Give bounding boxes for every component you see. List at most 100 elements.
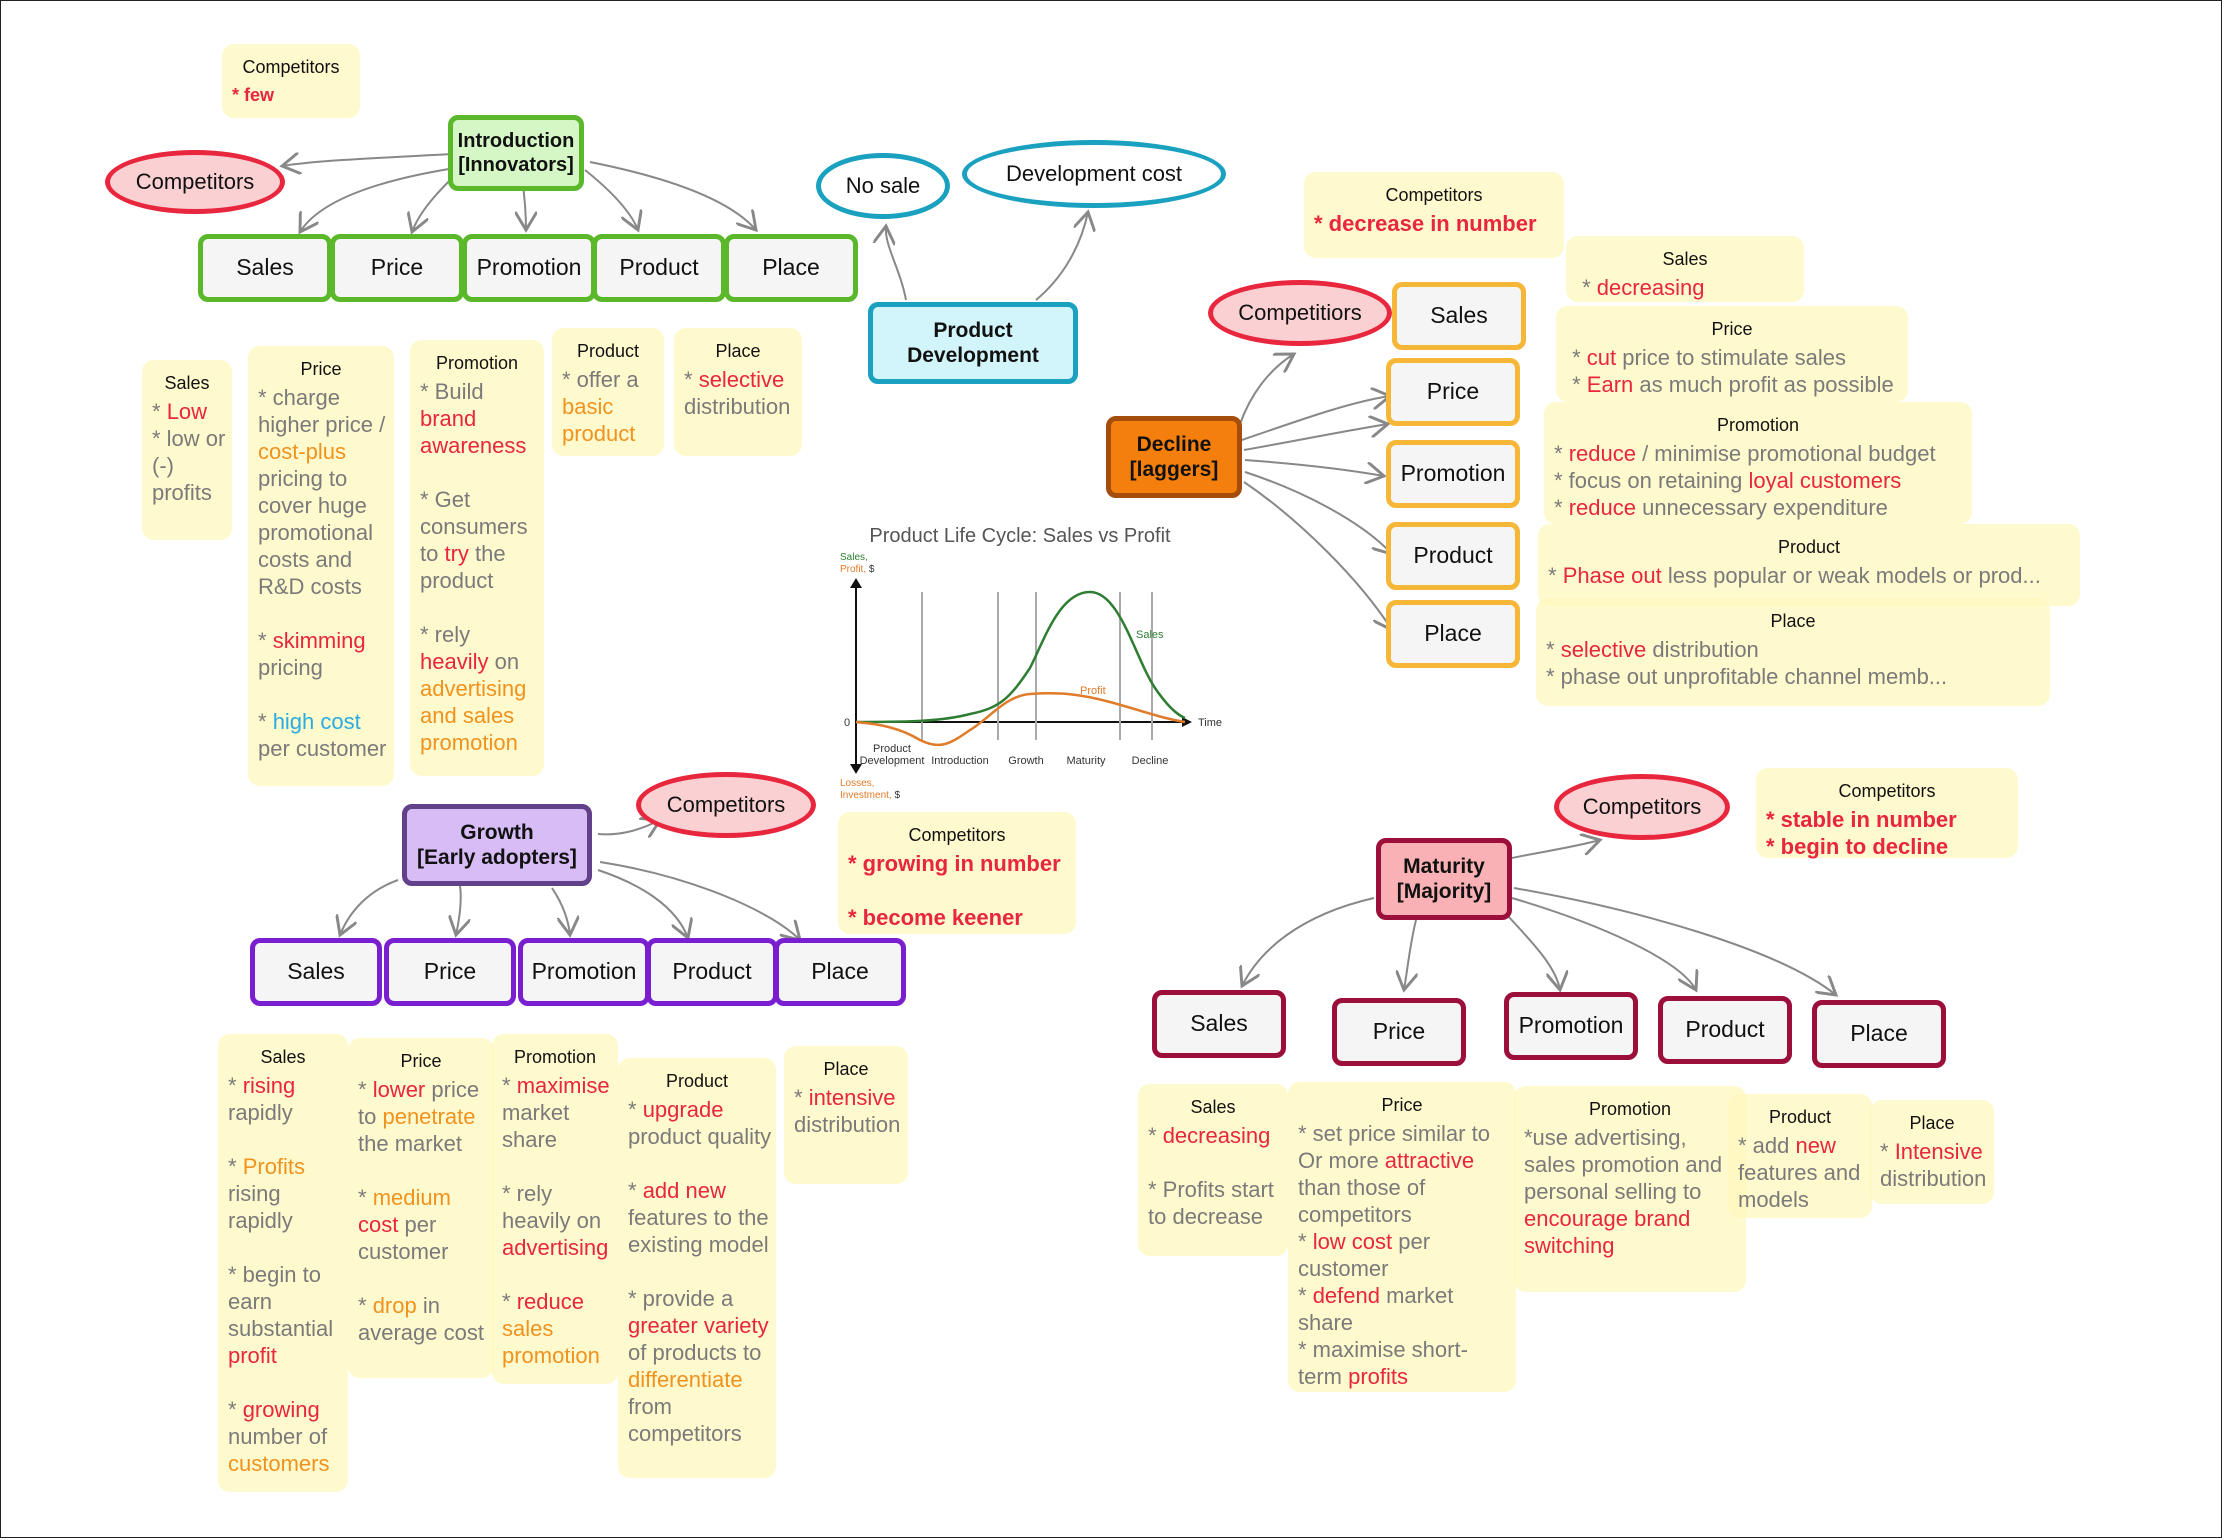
- note-line: * begin to: [228, 1261, 338, 1288]
- note-text: distribution: [794, 1112, 901, 1137]
- note-text: from: [628, 1394, 672, 1419]
- note-title: Competitors: [1838, 781, 1936, 801]
- note-line: * decreasing: [1148, 1122, 1278, 1149]
- note-text: distribution: [684, 394, 791, 419]
- intro-product-box[interactable]: Product: [592, 234, 726, 302]
- note-text: *: [1566, 345, 1587, 370]
- note-text: * low or: [152, 426, 226, 451]
- no-sale-node[interactable]: No sale: [816, 153, 950, 219]
- note-title: Product: [1777, 537, 1841, 557]
- note-text: reduce: [1568, 495, 1636, 520]
- note-line: rapidly: [228, 1099, 338, 1126]
- maturity-price-box[interactable]: Price: [1332, 998, 1466, 1066]
- maturity-product-box[interactable]: Product: [1658, 996, 1792, 1064]
- note-line: promotion: [420, 729, 534, 756]
- note-title: Competitors: [908, 825, 1006, 845]
- note-text: promotion: [502, 1343, 600, 1368]
- note-text: *: [1298, 1283, 1313, 1308]
- note-text: *: [502, 1289, 517, 1314]
- decline-competitors-note: Competitors* decrease in number: [1304, 172, 1564, 258]
- note-text: * maximise short-: [1298, 1337, 1468, 1362]
- decline-place-box[interactable]: Place: [1386, 600, 1520, 668]
- note-text: per: [398, 1212, 437, 1237]
- note-text: term: [1298, 1364, 1349, 1389]
- growth-stage-node[interactable]: Growth [Early adopters]: [402, 804, 592, 886]
- decline-product-box[interactable]: Product: [1386, 522, 1520, 590]
- note-line: than those of: [1298, 1174, 1506, 1201]
- note-text: *: [1576, 275, 1597, 300]
- note-line: * decrease in number: [1314, 210, 1554, 237]
- note-line: heavily on: [502, 1207, 608, 1234]
- note-text: *: [152, 399, 167, 424]
- intro-competitors-node[interactable]: Competitors: [105, 150, 285, 214]
- note-line: * growing: [228, 1396, 338, 1423]
- intro-sales-box[interactable]: Sales: [198, 234, 332, 302]
- note-line: profit: [228, 1342, 338, 1369]
- note-text: high cost: [272, 709, 361, 734]
- note-line: [228, 1126, 338, 1153]
- decline-stage-node[interactable]: Decline [laggers]: [1106, 416, 1242, 498]
- growth-sales-box[interactable]: Sales: [250, 938, 382, 1006]
- intro-promotion-box[interactable]: Promotion: [462, 234, 596, 302]
- intro-sales-note: Sales* Low* low or(-)profits: [142, 360, 232, 540]
- note-text: market: [502, 1100, 570, 1125]
- note-text: features to the: [628, 1205, 769, 1230]
- decline-sales-box[interactable]: Sales: [1392, 282, 1526, 350]
- maturity-competitors-node[interactable]: Competitors: [1554, 774, 1730, 840]
- note-line: * Intensive: [1880, 1138, 1984, 1165]
- intro-place-box[interactable]: Place: [724, 234, 858, 302]
- note-line: * Profits: [228, 1153, 338, 1180]
- note-text: new: [1795, 1133, 1836, 1158]
- maturity-place-box[interactable]: Place: [1812, 1000, 1946, 1068]
- note-text: Low: [166, 399, 208, 424]
- note-line: [228, 1369, 338, 1396]
- decline-price-box[interactable]: Price: [1386, 358, 1520, 426]
- development-cost-node[interactable]: Development cost: [962, 140, 1226, 208]
- decline-promotion-box[interactable]: Promotion: [1386, 440, 1520, 508]
- growth-product-box[interactable]: Product: [646, 938, 778, 1006]
- note-text: costs and: [258, 547, 353, 572]
- introduction-stage-node[interactable]: Introduction [Innovators]: [448, 115, 584, 191]
- note-line: * selective distribution: [1546, 636, 2040, 663]
- note-line: product: [420, 567, 534, 594]
- note-line: R&D costs: [258, 573, 384, 600]
- decline-place-note: Place* selective distribution* phase out…: [1536, 598, 2050, 706]
- note-text: * stable in number: [1766, 807, 1957, 832]
- maturity-promotion-box[interactable]: Promotion: [1504, 992, 1638, 1060]
- note-line: models: [1738, 1186, 1862, 1213]
- note-text: competitors: [628, 1421, 742, 1446]
- note-line: * Low: [152, 398, 222, 425]
- intro-price-box[interactable]: Price: [330, 234, 464, 302]
- note-text: lower: [372, 1077, 426, 1102]
- growth-place-box[interactable]: Place: [774, 938, 906, 1006]
- growth-competitors-node[interactable]: Competitors: [636, 772, 816, 838]
- note-line: and sales: [420, 702, 534, 729]
- note-line: from: [628, 1393, 766, 1420]
- note-line: sales promotion and: [1524, 1151, 1736, 1178]
- note-line: customers: [228, 1450, 338, 1477]
- growth-price-box[interactable]: Price: [384, 938, 516, 1006]
- y-axis-bottom-label: Losses,: [840, 778, 874, 789]
- note-text: attractive: [1384, 1148, 1475, 1173]
- growth-promotion-box[interactable]: Promotion: [518, 938, 650, 1006]
- decline-competitors-node[interactable]: Competitiors: [1208, 280, 1392, 346]
- maturity-stage-node[interactable]: Maturity [Majority]: [1376, 838, 1512, 920]
- note-text: *: [628, 1097, 643, 1122]
- arrow: [1242, 897, 1375, 986]
- note-text: * focus on retaining: [1554, 468, 1749, 493]
- note-line: * phase out unprofitable channel memb...: [1546, 663, 2040, 690]
- note-text: * begin to: [228, 1262, 321, 1287]
- note-title: Product: [665, 1071, 729, 1091]
- note-line: consumers: [420, 513, 534, 540]
- note-text: upgrade: [642, 1097, 724, 1122]
- stage-label: Maturity: [1066, 755, 1106, 767]
- note-text: customer: [1298, 1256, 1389, 1281]
- note-text: of products to: [628, 1340, 762, 1365]
- maturity-sales-box[interactable]: Sales: [1152, 990, 1286, 1058]
- product-development-node[interactable]: Product Development: [868, 302, 1078, 384]
